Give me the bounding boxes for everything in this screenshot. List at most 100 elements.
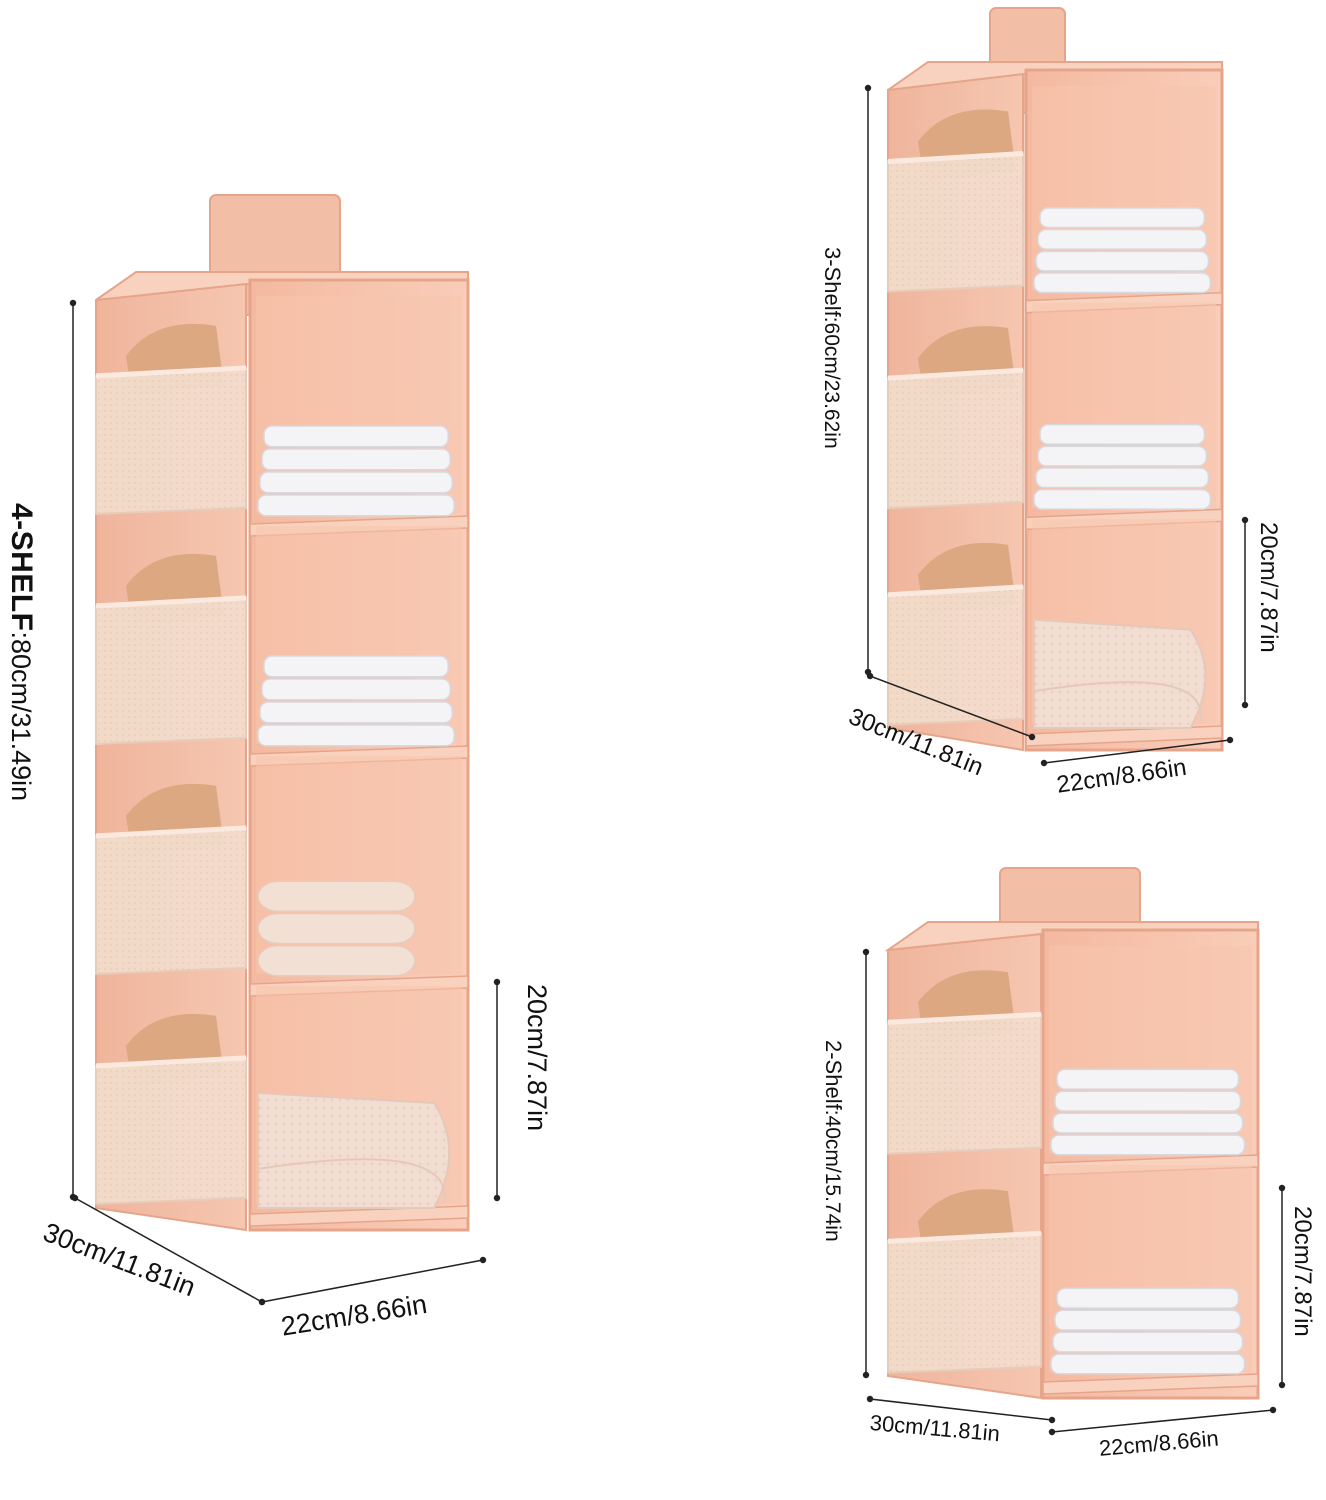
dimension-endpoint — [1278, 1381, 1286, 1389]
mesh-pocket — [95, 596, 247, 745]
blanket-roll — [1033, 681, 1202, 723]
organizer-3-shelf-height-label: 20cm/7.87in — [1255, 522, 1282, 653]
organizer-4-height-dimension — [69, 299, 77, 1201]
dimension-endpoint — [479, 1256, 487, 1264]
pocket-trim — [887, 1011, 1042, 1025]
organizer-2-shelf-height-dimension — [1278, 1184, 1286, 1389]
dimension-endpoint — [866, 1395, 874, 1403]
folded-towel — [257, 880, 416, 913]
dimension-line — [869, 1398, 1053, 1421]
dimension-line — [261, 1259, 484, 1303]
organizer-2-width-dimension — [1048, 1406, 1277, 1436]
shelf-compartment — [95, 296, 469, 537]
folded-towel — [257, 945, 416, 977]
folded-linen — [1035, 250, 1210, 272]
mesh-pocket — [887, 1013, 1042, 1155]
folded-linen — [1050, 1353, 1246, 1375]
folded-linen — [1050, 1134, 1246, 1156]
mesh-pocket — [95, 826, 247, 975]
folded-linen — [259, 701, 453, 724]
dimension-endpoint — [864, 84, 872, 92]
folded-linen — [1054, 1090, 1242, 1112]
organizer-3-height-dimension — [864, 84, 872, 676]
folded-linen — [1033, 272, 1212, 294]
organizer-3-depth-dimension — [866, 672, 1036, 741]
dimension-endpoint — [1241, 516, 1249, 524]
organizer-4-shelf-height-label: 20cm/7.87in — [522, 984, 552, 1132]
organizer-4-width-dimension — [258, 1256, 487, 1306]
knit-blanket — [1033, 618, 1207, 729]
dimension-endpoint — [1278, 1184, 1286, 1192]
shelf-compartment — [95, 986, 469, 1227]
folded-linen — [1039, 423, 1206, 445]
pocket-trim — [887, 151, 1024, 164]
dimension-line — [1051, 1409, 1274, 1433]
shelf-compartment — [887, 302, 1223, 531]
blanket-roll — [257, 1158, 446, 1203]
organizer-4-height-label: 4-SHELF:80cm/31.49in — [5, 503, 38, 802]
dimension-endpoint — [493, 978, 501, 986]
shelf-compartment — [887, 519, 1223, 747]
mesh-pocket — [95, 366, 247, 515]
folded-linen — [263, 425, 449, 448]
dimension-endpoint — [69, 299, 77, 307]
folded-linen — [1033, 488, 1212, 510]
folded-linen — [1037, 445, 1208, 467]
organizer-4-shelf-height-dimension — [493, 978, 501, 1202]
organizer-2-height-label: 2-Shelf:40cm/15.74in — [821, 1040, 846, 1242]
dimension-endpoint — [1269, 1406, 1277, 1414]
organizer-2-shelf — [884, 867, 1260, 1400]
organizer-3-height-label: 3-Shelf:60cm/23.62in — [820, 247, 845, 449]
folded-linen — [1037, 228, 1208, 250]
dimension-endpoint — [1048, 1428, 1056, 1436]
shelf-compartment — [887, 1165, 1259, 1395]
mesh-pocket — [887, 585, 1024, 726]
dimension-endpoint — [1028, 733, 1036, 741]
folded-towel — [257, 912, 416, 945]
dimension-endpoint — [1241, 701, 1249, 709]
folded-linen — [257, 494, 455, 517]
folded-linen — [1056, 1287, 1240, 1309]
dimension-endpoint — [1040, 759, 1048, 767]
folded-linen — [1035, 467, 1210, 489]
mesh-pocket — [887, 369, 1024, 510]
organizer-4-shelf — [95, 194, 470, 1232]
mesh-pocket — [887, 1232, 1042, 1374]
organizer-3-width-dimension — [1040, 736, 1234, 767]
mesh-pocket — [887, 152, 1024, 293]
dimension-endpoint — [862, 1371, 870, 1379]
pocket-trim — [95, 365, 247, 379]
folded-linen — [261, 678, 451, 701]
dimension-endpoint — [1048, 1416, 1056, 1424]
folded-linen — [257, 724, 455, 747]
pocket-trim — [887, 584, 1024, 598]
organizer-3-shelf-height-dimension — [1241, 516, 1249, 709]
organizer-2-shelf-height-label: 20cm/7.87in — [1289, 1206, 1316, 1337]
shelf-compartment — [887, 86, 1223, 314]
dimension-endpoint — [493, 1194, 501, 1202]
knit-blanket — [257, 1091, 451, 1209]
folded-linen — [261, 448, 451, 471]
pocket-trim — [887, 367, 1024, 381]
pocket-trim — [95, 595, 247, 609]
dimension-line — [1043, 739, 1231, 764]
shelf-board — [1042, 1373, 1259, 1395]
folded-linen — [263, 655, 449, 678]
dimension-endpoint — [862, 948, 870, 956]
organizer-2-depth-dimension — [866, 1395, 1056, 1424]
dimension-endpoint — [866, 672, 874, 680]
dimension-line — [74, 1197, 263, 1303]
dimension-endpoint — [71, 1194, 79, 1202]
pocket-trim — [95, 1055, 247, 1069]
dimension-endpoint — [1226, 736, 1234, 744]
folded-linen — [1056, 1068, 1240, 1090]
dimension-line — [869, 675, 1033, 738]
organizer-3-shelf — [887, 7, 1224, 752]
folded-linen — [1052, 1331, 1244, 1353]
shelf-compartment — [887, 946, 1259, 1176]
folded-linen — [1052, 1112, 1244, 1134]
organizer-2-height-dimension — [862, 948, 870, 1379]
mesh-pocket — [95, 1056, 247, 1205]
pocket-trim — [887, 1230, 1042, 1244]
